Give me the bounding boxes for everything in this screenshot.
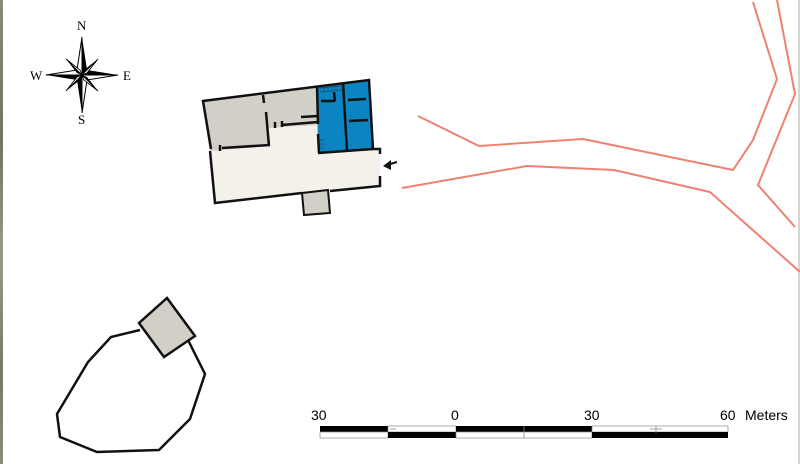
compass-east-label: E (123, 68, 131, 83)
map-frame-right-edge (798, 0, 800, 464)
scale-label-30-right: 30 (584, 407, 600, 423)
entrance-arrow-icon (383, 160, 398, 170)
compass-rose-icon (45, 36, 119, 114)
scale-unit-label: Meters (745, 407, 788, 423)
scale-bar (319, 425, 729, 439)
road (401, 0, 800, 273)
enclosure (55, 296, 207, 454)
map-frame-left-edge (0, 0, 3, 464)
scale-label-0: 0 (451, 407, 459, 423)
compass-west-label: W (30, 68, 43, 83)
scale-label-30-left: 30 (311, 407, 327, 423)
compass-south-label: S (78, 112, 86, 127)
scale-label-60: 60 (720, 407, 736, 423)
main-building (201, 78, 398, 217)
compass-north-label: N (77, 18, 87, 33)
